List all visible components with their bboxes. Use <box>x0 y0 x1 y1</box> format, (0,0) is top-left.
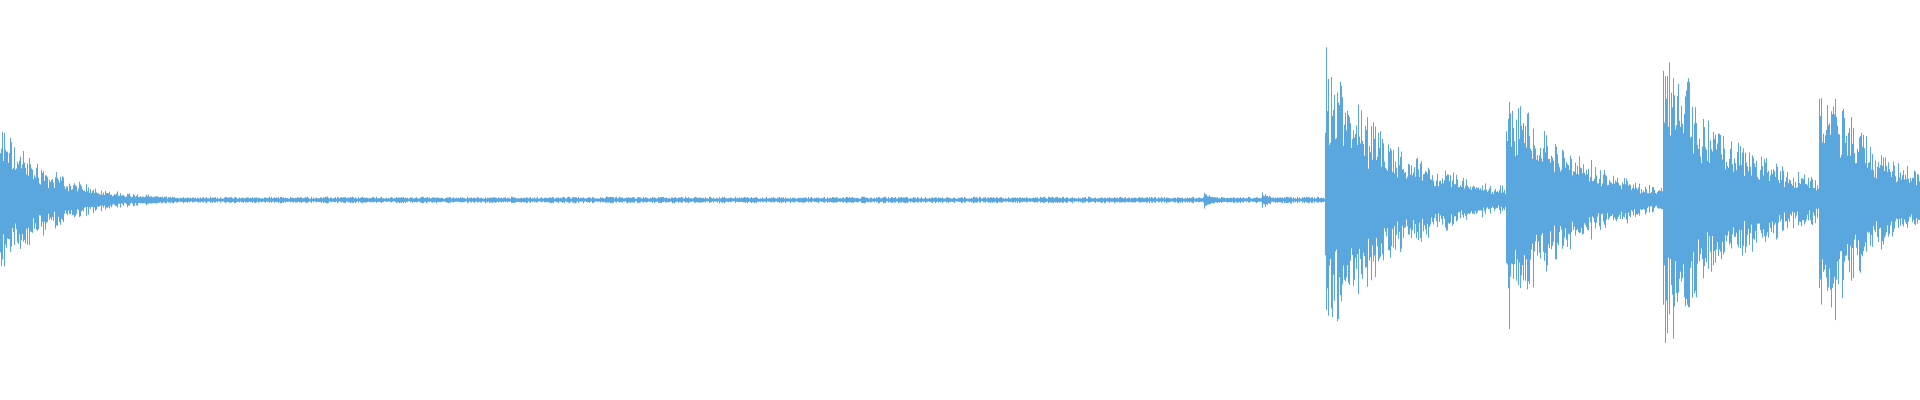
waveform-path <box>0 47 1920 343</box>
waveform-trace <box>0 47 1920 343</box>
